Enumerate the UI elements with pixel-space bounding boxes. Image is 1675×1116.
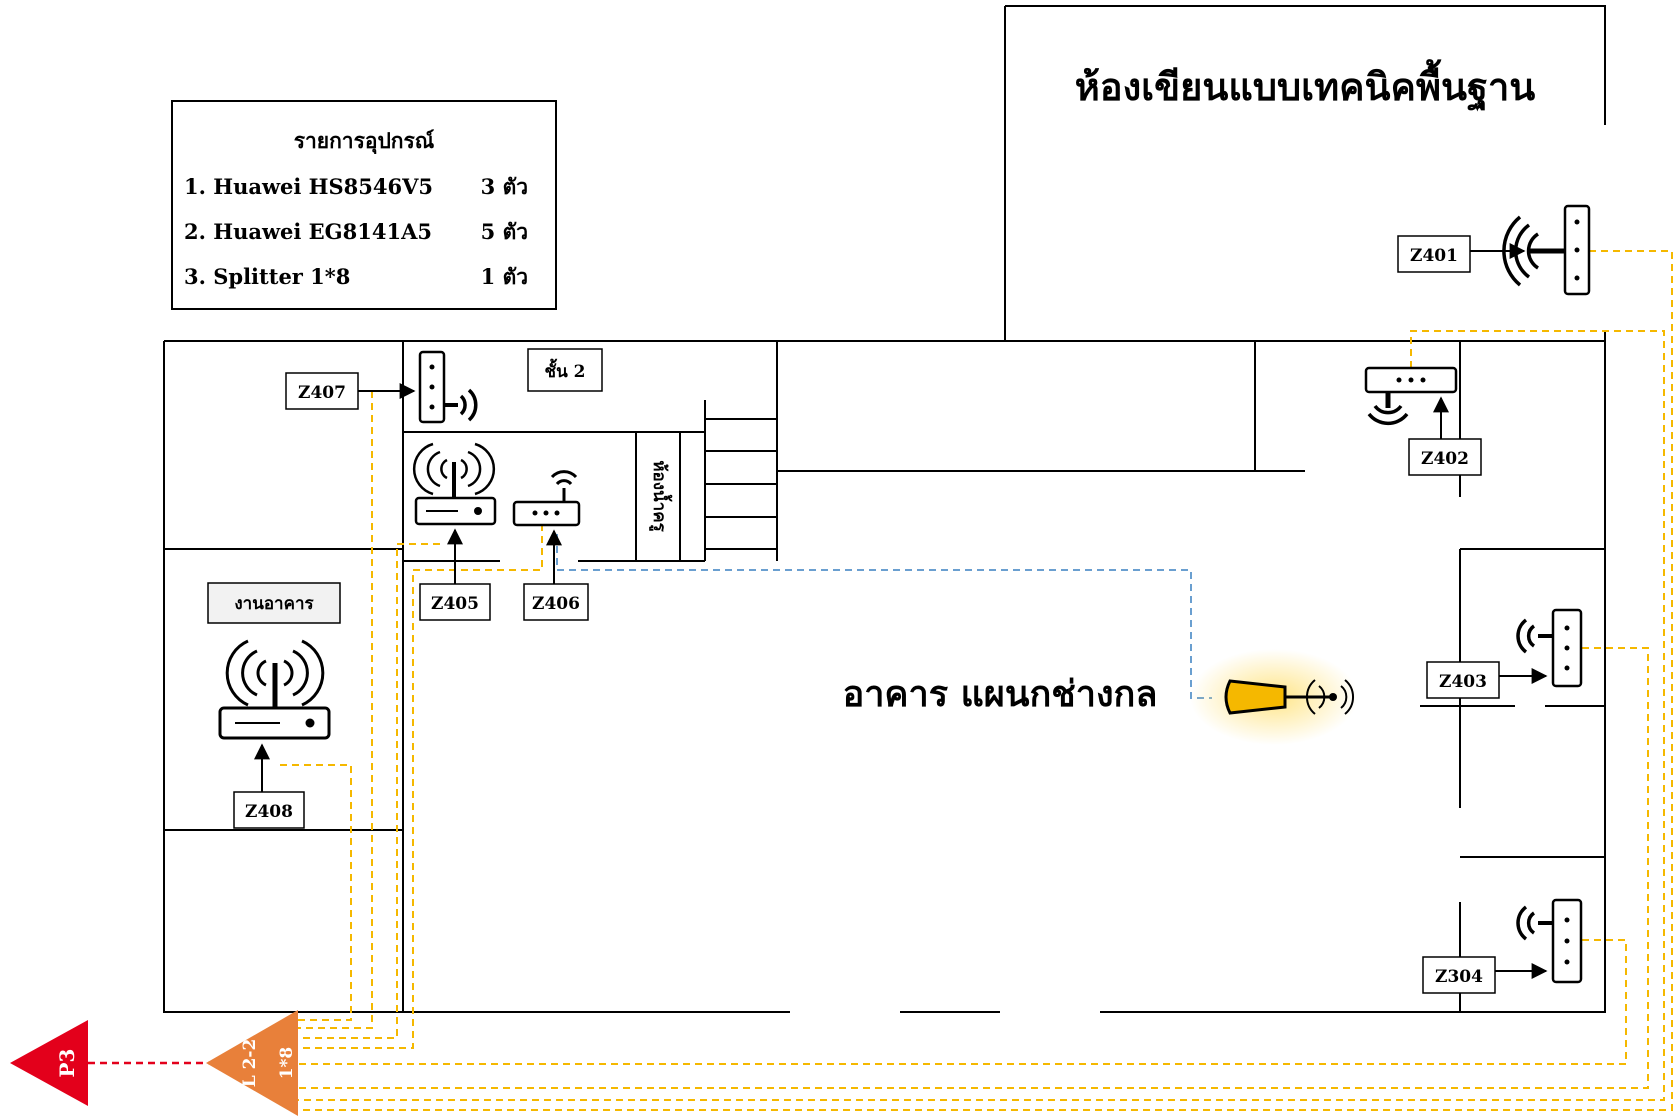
directional-antenna-icon: [1190, 649, 1358, 745]
cable-z304: [298, 939, 1627, 1065]
legend-item-1-name: 1. Huawei HS8546V5: [184, 174, 433, 199]
building-title: อาคาร แผนกช่างกล: [843, 673, 1158, 715]
svg-text:Z403: Z403: [1439, 672, 1487, 692]
svg-text:L 2-2: L 2-2: [240, 1039, 260, 1088]
cable-z407: [298, 391, 373, 1029]
legend-box: [171, 100, 557, 310]
floor2-label: ชั้น 2: [527, 348, 603, 392]
device-z406: Z406: [512, 470, 589, 621]
cable-z406: [298, 524, 543, 1049]
device-z408: Z408: [218, 639, 331, 829]
svg-text:Z304: Z304: [1435, 967, 1483, 987]
cable-z408: [280, 764, 352, 1021]
device-z403: Z403: [1426, 608, 1583, 699]
device-z402: Z402: [1364, 366, 1482, 476]
drafting-room-outline: [1004, 5, 1606, 341]
device-z405: Z405: [412, 442, 497, 621]
building-office-label: งานอาคาร: [207, 582, 341, 624]
legend-item-1-qty: 3 ตัว: [481, 174, 528, 199]
svg-text:Z402: Z402: [1421, 449, 1469, 469]
floor-plan-walls: [163, 5, 1606, 1014]
legend-item-3-qty: 1 ตัว: [481, 264, 528, 289]
svg-text:Z406: Z406: [532, 594, 580, 614]
fiber-drop-cables: [280, 250, 1673, 1111]
device-z304: Z304: [1422, 898, 1583, 994]
legend-item-2-name: 2. Huawei EG8141A5: [184, 219, 432, 244]
svg-text:1*8: 1*8: [277, 1047, 297, 1080]
cable-z402: [298, 330, 1665, 1101]
equipment-legend: รายการอุปกรณ์ 1. Huawei HS8546V5 3 ตัว 2…: [171, 100, 557, 310]
cable-z405: [298, 543, 440, 1039]
svg-text:P3: P3: [55, 1049, 79, 1078]
pole-p3-icon: P3: [10, 1020, 88, 1106]
device-z401: Z401: [1397, 204, 1591, 296]
splitter-icon: L 2-2 1*8: [206, 1010, 298, 1116]
legend-item-3-name: 3. Splitter 1*8: [184, 264, 350, 289]
toilet-label: ห้องน้ำครู: [648, 460, 673, 532]
svg-text:Z407: Z407: [298, 383, 346, 403]
svg-text:งานอาคาร: งานอาคาร: [234, 594, 314, 614]
svg-text:Z401: Z401: [1410, 246, 1458, 266]
legend-item-2-qty: 5 ตัว: [481, 219, 528, 244]
cable-z401: [298, 250, 1673, 1111]
cable-z403: [298, 647, 1649, 1089]
svg-text:ชั้น 2: ชั้น 2: [545, 358, 586, 382]
svg-text:Z405: Z405: [431, 594, 479, 614]
legend-title: รายการอุปกรณ์: [294, 128, 435, 155]
drafting-room-title: ห้องเขียนแบบเทคนิคพื้นฐาน: [1075, 59, 1536, 112]
device-z407: Z407: [285, 350, 478, 424]
svg-text:Z408: Z408: [245, 802, 293, 822]
